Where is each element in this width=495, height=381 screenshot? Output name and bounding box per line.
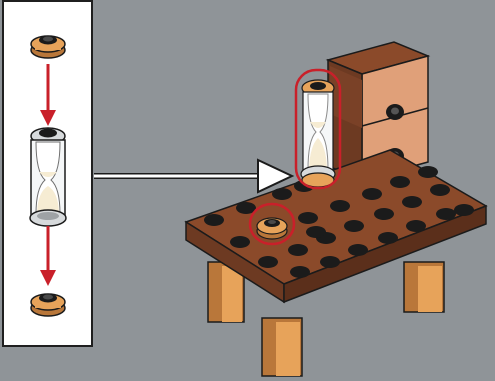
placed-hourglass — [301, 80, 335, 187]
placed-round-plate — [257, 218, 287, 239]
white-pointer-arrow-icon — [94, 160, 292, 192]
